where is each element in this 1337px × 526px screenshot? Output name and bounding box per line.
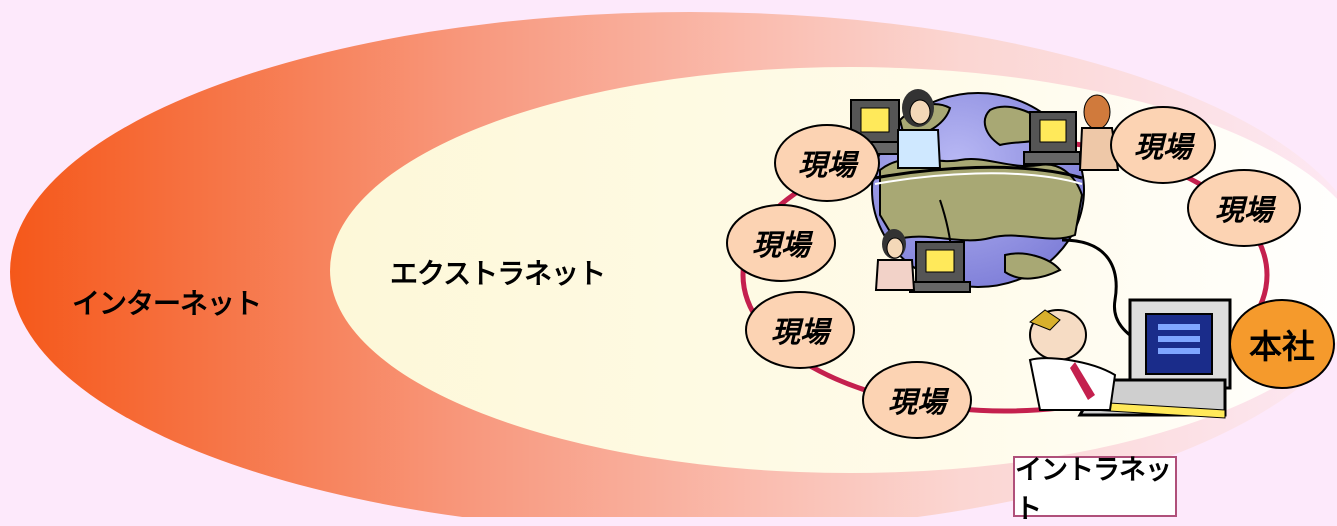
computer-icon	[1023, 111, 1081, 165]
site-label: 現場	[1214, 193, 1274, 227]
person-icon	[1078, 94, 1120, 171]
site-bubble	[726, 204, 836, 282]
site-bubble	[862, 361, 972, 439]
site-bubble	[1187, 169, 1301, 247]
extranet-label: エクストラネット	[390, 257, 606, 290]
site-label: 現場	[887, 385, 947, 419]
site-label: 現場	[797, 148, 857, 182]
site-label: 現場	[751, 228, 811, 262]
site-label: 現場	[1133, 130, 1193, 164]
site-label: 現場	[770, 315, 830, 349]
internet-label: インターネット	[72, 287, 262, 320]
site-bubble	[774, 124, 880, 202]
headquarters-computer-icon	[1059, 298, 1232, 419]
site-bubble	[745, 291, 855, 369]
intranet-label-box: イントラネット	[1013, 455, 1177, 525]
businessman-icon	[1028, 309, 1117, 411]
computer-icon	[909, 241, 971, 293]
headquarters-label: 本社	[1249, 327, 1315, 366]
person-icon	[897, 89, 942, 169]
intranet-label: イントラネット	[1015, 454, 1172, 525]
site-bubble	[1110, 106, 1216, 184]
headquarters-bubble	[1229, 299, 1335, 389]
person-icon	[874, 229, 916, 291]
